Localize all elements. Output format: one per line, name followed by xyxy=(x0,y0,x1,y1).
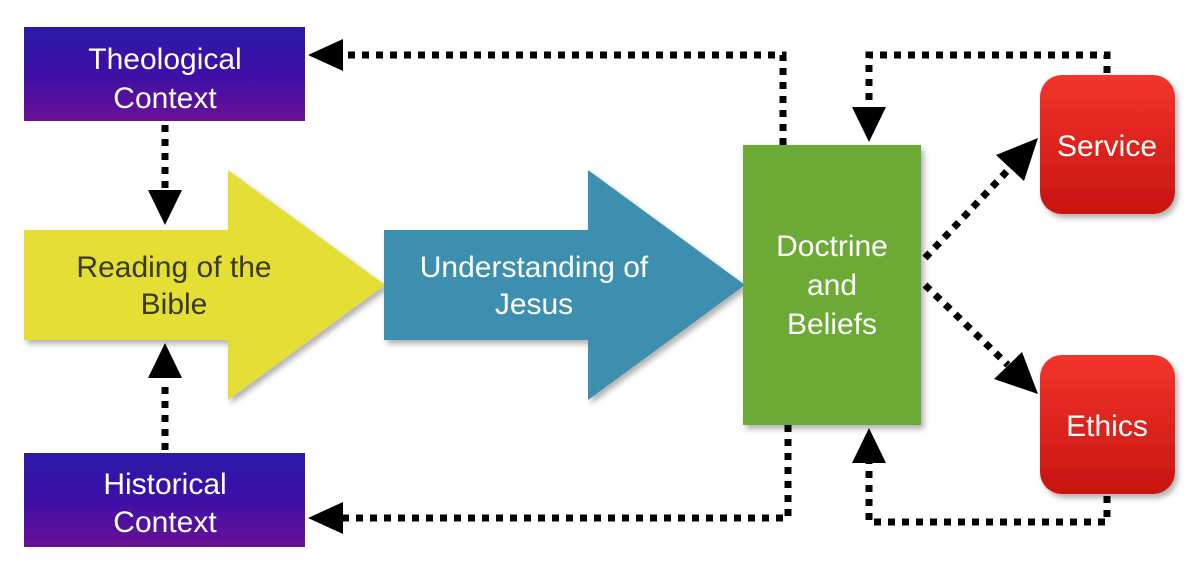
ethics-shape xyxy=(1040,355,1175,494)
understanding-of-jesus-arrow: Understanding of Jesus xyxy=(384,170,745,400)
theological-context-box: Theological Context xyxy=(24,27,305,121)
edge-doctrine-to-service xyxy=(922,138,1038,261)
reading-of-bible-arrow: Reading of the Bible xyxy=(24,170,385,400)
service-box: Service xyxy=(1040,75,1175,214)
theological-context-shape xyxy=(24,27,305,121)
edge-ethics-to-doctrine xyxy=(852,428,1111,526)
understanding-of-jesus-shape xyxy=(384,170,745,400)
service-shape xyxy=(1040,75,1175,214)
doctrine-and-beliefs-label-line3: Beliefs xyxy=(787,308,877,341)
historical-context-box: Historical Context xyxy=(24,453,305,547)
reading-of-bible-label-line2: Bible xyxy=(141,288,208,321)
edge-theological-to-reading xyxy=(148,125,182,225)
doctrine-and-beliefs-label-line2: and xyxy=(807,269,857,302)
historical-context-label-line2: Context xyxy=(113,506,217,539)
edge-doctrine-to-ethics xyxy=(922,282,1038,394)
reading-of-bible-label-line1: Reading of the xyxy=(76,251,271,284)
doctrine-and-beliefs-shape xyxy=(743,145,921,425)
doctrine-and-beliefs-box: Doctrine and Beliefs xyxy=(743,145,921,425)
theological-context-label-line1: Theological xyxy=(88,43,241,76)
doctrine-and-beliefs-label-line1: Doctrine xyxy=(776,230,888,263)
theological-context-label-line2: Context xyxy=(113,82,217,115)
edge-doctrine-to-historical xyxy=(308,425,792,534)
service-label: Service xyxy=(1057,130,1157,163)
edge-historical-to-reading xyxy=(148,343,182,450)
historical-context-shape xyxy=(24,453,305,547)
understanding-of-jesus-label-line2: Jesus xyxy=(495,288,573,321)
edge-doctrine-to-theological xyxy=(308,39,787,145)
ethics-box: Ethics xyxy=(1040,355,1175,494)
reading-of-bible-shape xyxy=(24,170,385,400)
understanding-of-jesus-label-line1: Understanding of xyxy=(420,251,649,284)
edge-service-to-doctrine xyxy=(852,51,1111,142)
ethics-label: Ethics xyxy=(1066,410,1148,443)
connectors xyxy=(148,39,1111,534)
historical-context-label-line1: Historical xyxy=(103,468,226,501)
